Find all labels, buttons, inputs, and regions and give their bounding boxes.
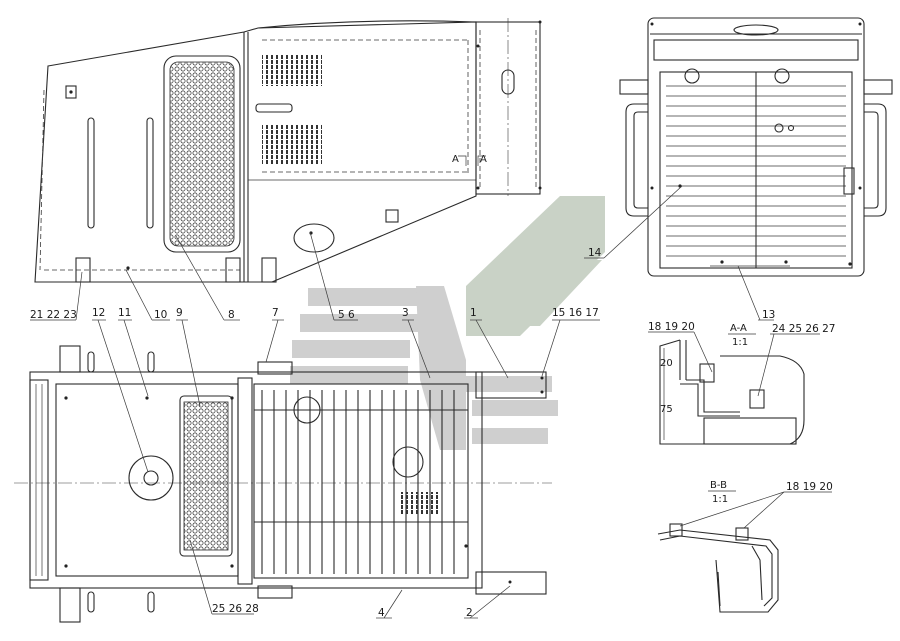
label-13: 13 bbox=[762, 309, 775, 321]
section-mark-a-right: A bbox=[480, 154, 487, 165]
grille-bars bbox=[254, 390, 468, 574]
label-8: 8 bbox=[228, 309, 235, 321]
part-labels: 21 22 23 10 8 5 6 3 1 15 16 17 12 11 9 7… bbox=[30, 247, 835, 619]
section-a-a-title: A-A bbox=[730, 323, 747, 334]
section-b-b bbox=[657, 523, 779, 613]
label-18-19-20-a: 18 19 20 bbox=[648, 321, 695, 333]
section-titles: A-A 1:1 B-B 1:1 bbox=[708, 323, 756, 505]
leader-lines bbox=[30, 185, 832, 619]
label-1: 1 bbox=[470, 307, 477, 319]
label-25-26-28: 25 26 28 bbox=[212, 603, 259, 615]
louvres bbox=[666, 85, 846, 257]
label-3: 3 bbox=[402, 307, 409, 319]
label-24-25-26-27: 24 25 26 27 bbox=[772, 323, 835, 335]
section-b-b-title: B-B bbox=[710, 480, 727, 491]
section-mark-a-left: A bbox=[452, 154, 459, 165]
label-18-19-20-b: 18 19 20 bbox=[786, 481, 833, 493]
label-2: 2 bbox=[466, 607, 473, 619]
svg-text:20: 20 bbox=[660, 358, 673, 369]
label-7: 7 bbox=[272, 307, 279, 319]
label-12: 12 bbox=[92, 307, 105, 319]
section-b-b-scale: 1:1 bbox=[712, 494, 728, 505]
plan-view bbox=[14, 345, 552, 623]
label-14: 14 bbox=[588, 247, 602, 259]
label-10: 10 bbox=[154, 309, 167, 321]
label-15-16-17: 15 16 17 bbox=[552, 307, 599, 319]
label-11: 11 bbox=[118, 307, 131, 319]
label-9: 9 bbox=[176, 307, 183, 319]
label-4: 4 bbox=[378, 607, 385, 619]
section-a-a-scale: 1:1 bbox=[732, 337, 748, 348]
section-a-a: 20 75 bbox=[659, 339, 805, 445]
side-view: A A bbox=[34, 18, 542, 283]
svg-text:75: 75 bbox=[660, 404, 673, 415]
label-21-22-23: 21 22 23 bbox=[30, 309, 77, 321]
label-5-6: 5 6 bbox=[338, 309, 355, 321]
front-view bbox=[619, 17, 893, 277]
watermark-logo bbox=[290, 196, 605, 450]
